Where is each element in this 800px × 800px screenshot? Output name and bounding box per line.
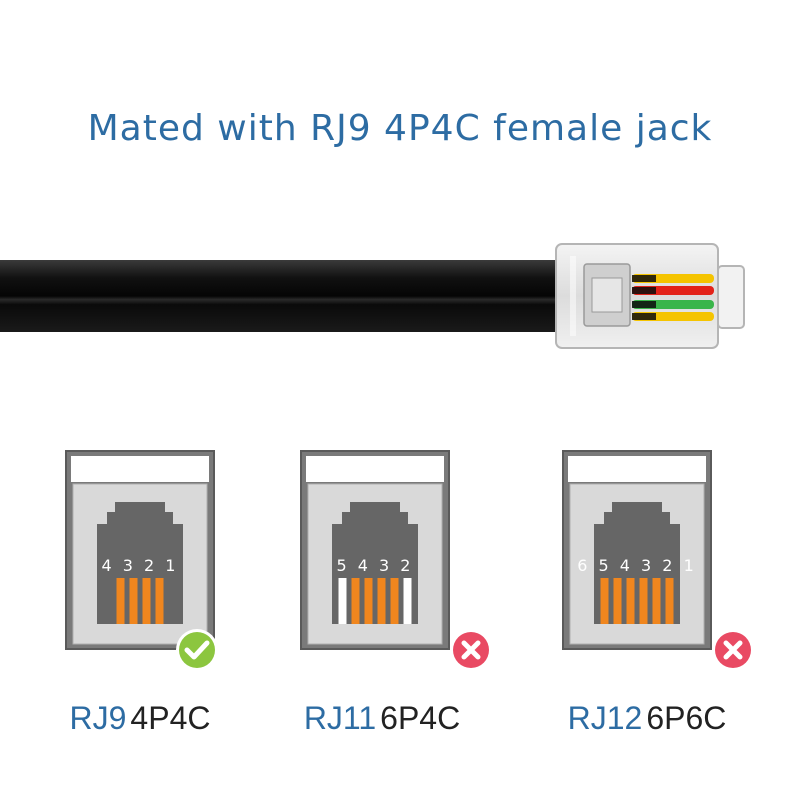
jack-face bbox=[300, 450, 450, 650]
jack-contact bbox=[142, 578, 151, 624]
jack-contact bbox=[665, 578, 674, 624]
cross-icon bbox=[711, 628, 755, 672]
jack-comparison: 4 3 2 1 5 4 3 2 6 5 4 3 2 1 bbox=[0, 450, 800, 700]
standard-label: RJ9 bbox=[69, 700, 127, 736]
check-icon bbox=[175, 628, 219, 672]
jack-contact bbox=[626, 578, 635, 624]
pin-numbers: 4 3 2 1 bbox=[101, 556, 179, 575]
jack-contact bbox=[377, 578, 386, 624]
config-label: 4P4C bbox=[130, 700, 211, 736]
cross-icon bbox=[449, 628, 493, 672]
plug-tab bbox=[717, 265, 745, 329]
jack-contact bbox=[338, 578, 347, 624]
standard-label: RJ12 bbox=[567, 700, 643, 736]
config-label: 6P4C bbox=[380, 700, 461, 736]
rj9-cable-illustration bbox=[0, 230, 800, 360]
pin-numbers: 6 5 4 3 2 1 bbox=[577, 556, 697, 575]
jack-rj9: 4 3 2 1 bbox=[65, 450, 215, 650]
jack-face bbox=[562, 450, 712, 650]
jack-contact bbox=[351, 578, 360, 624]
jack-contact bbox=[652, 578, 661, 624]
jack-rj12: 6 5 4 3 2 1 bbox=[562, 450, 712, 650]
jack-face bbox=[65, 450, 215, 650]
jack-contact bbox=[403, 578, 412, 624]
jack-contact bbox=[155, 578, 164, 624]
jack-rj11: 5 4 3 2 bbox=[300, 450, 450, 650]
plug-body bbox=[555, 243, 719, 349]
jack-contact bbox=[613, 578, 622, 624]
jack-contact bbox=[129, 578, 138, 624]
pin-numbers: 5 4 3 2 bbox=[336, 556, 414, 575]
cable-plug-graphic bbox=[0, 243, 745, 349]
standard-label: RJ11 bbox=[303, 700, 377, 736]
jack-contact bbox=[639, 578, 648, 624]
jack-contact bbox=[116, 578, 125, 624]
page-title: Mated with RJ9 4P4C female jack bbox=[87, 108, 713, 149]
config-label: 6P6C bbox=[646, 700, 727, 736]
plug-wires bbox=[632, 274, 714, 321]
cable-jacket bbox=[0, 260, 580, 332]
jack-contact bbox=[390, 578, 399, 624]
jack-contact bbox=[364, 578, 373, 624]
jack-contact bbox=[600, 578, 609, 624]
